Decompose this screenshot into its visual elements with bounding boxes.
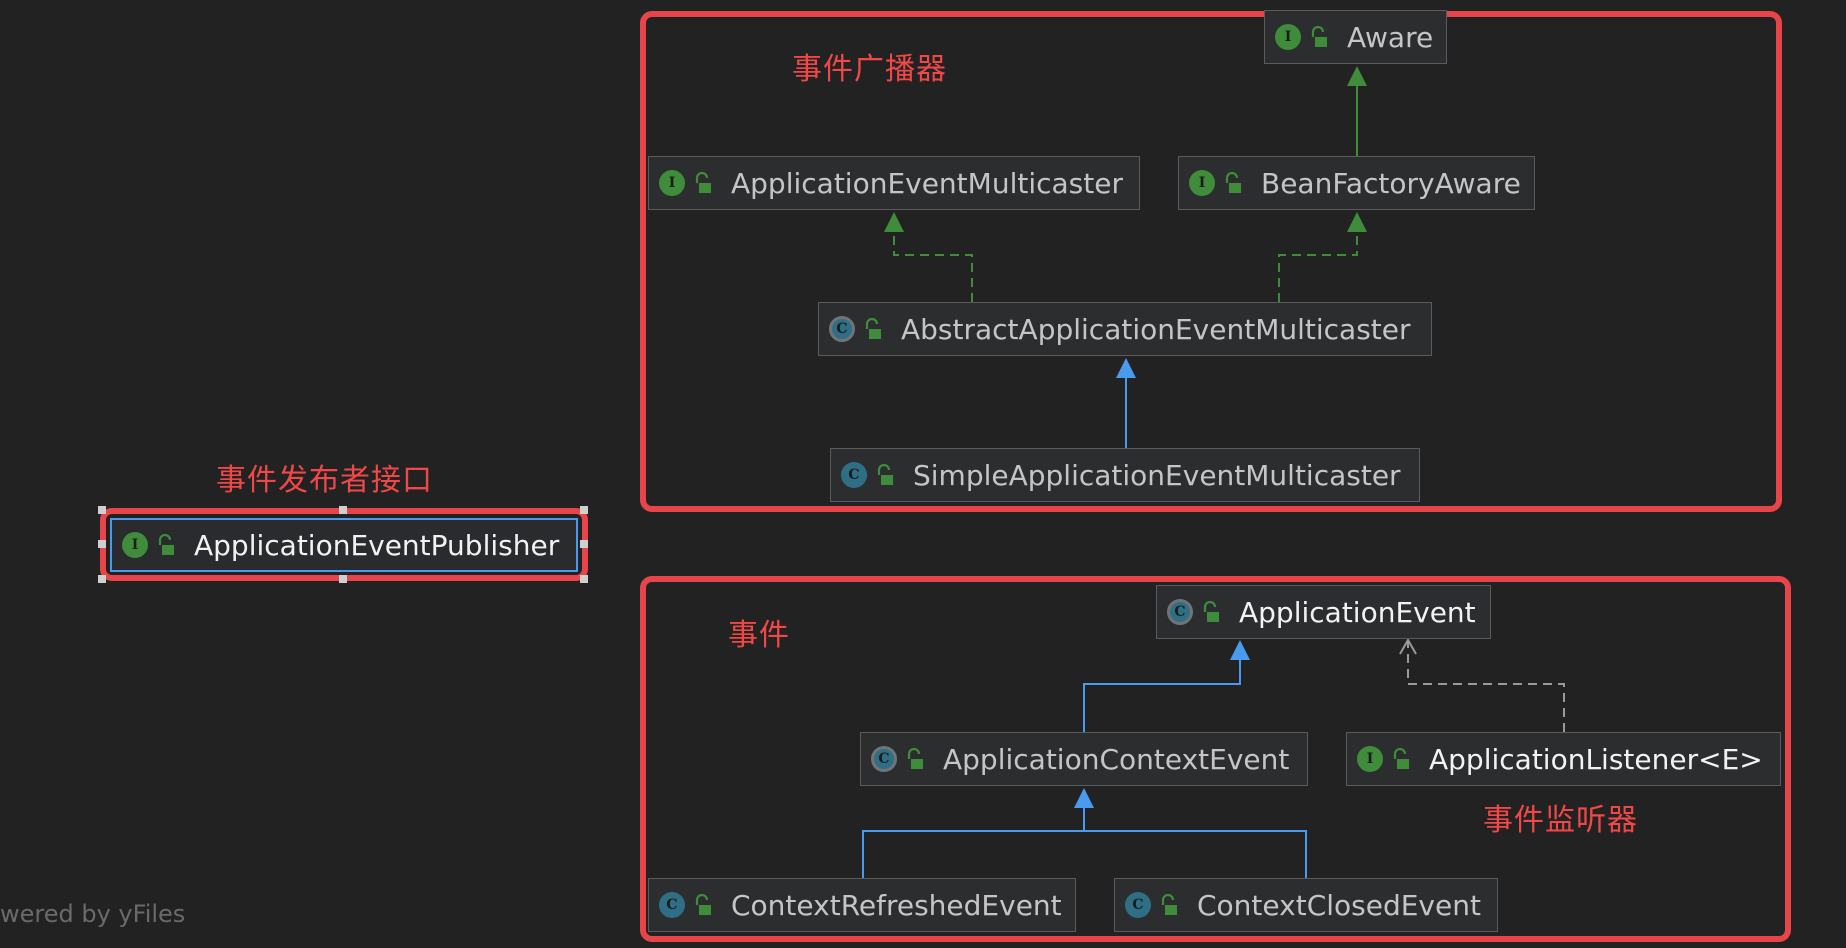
node-label: ContextClosedEvent [1197,888,1481,922]
abstract-class-icon: C [871,746,897,772]
lock-open-icon [1161,893,1177,915]
selection-handle[interactable] [580,575,588,583]
selection-handle[interactable] [98,540,106,548]
abstract-class-icon: C [1167,599,1193,625]
node-context-refreshed-event[interactable]: C ContextRefreshedEvent [648,878,1076,932]
edge-beanfactoryaware-aware [1347,66,1367,156]
node-label: AbstractApplicationEventMulticaster [901,312,1411,346]
lock-open-icon [158,533,174,555]
selection-handle[interactable] [98,575,106,583]
edge-contextevent-applicationevent [1083,640,1250,732]
selection-handle[interactable] [339,506,347,514]
selection-handle[interactable] [580,506,588,514]
node-label: ApplicationEvent [1239,595,1476,629]
node-label: ApplicationEventPublisher [194,528,560,562]
class-icon: C [841,462,867,488]
class-icon: C [659,892,685,918]
lock-open-icon [1311,25,1327,47]
interface-icon: I [1357,746,1383,772]
node-label: SimpleApplicationEventMulticaster [913,458,1401,492]
edge-listener-applicationevent [1399,637,1565,732]
interface-icon: I [659,170,685,196]
edge-abstract-beanfactoryaware [1278,212,1367,302]
event-group-frame [640,576,1791,942]
node-application-context-event[interactable]: C ApplicationContextEvent [860,732,1308,786]
edge-abstract-multicaster [884,212,973,302]
node-application-listener[interactable]: I ApplicationListener<E> [1346,732,1781,786]
event-annotation: 事件 [728,618,790,653]
edge-simple-abstract [1116,358,1136,448]
node-abstract-application-event-multicaster[interactable]: C AbstractApplicationEventMulticaster [818,302,1432,356]
class-icon: C [1125,892,1151,918]
interface-icon: I [122,532,148,558]
listener-annotation: 事件监听器 [1483,803,1638,838]
node-label: ApplicationContextEvent [943,742,1290,776]
node-label: BeanFactoryAware [1261,166,1521,200]
interface-icon: I [1189,170,1215,196]
lock-open-icon [695,171,711,193]
node-label: ContextRefreshedEvent [731,888,1062,922]
node-application-event-publisher[interactable]: I ApplicationEventPublisher [110,518,578,572]
lock-open-icon [865,317,881,339]
lock-open-icon [907,747,923,769]
lock-open-icon [1203,600,1219,622]
broadcaster-group-frame [640,11,1782,512]
node-application-event-multicaster[interactable]: I ApplicationEventMulticaster [648,156,1140,210]
node-application-event[interactable]: C ApplicationEvent [1156,585,1491,639]
edge-subevents-contextevent [862,788,1307,878]
lock-open-icon [695,893,711,915]
yfiles-watermark: wered by yFiles [0,900,186,928]
interface-icon: I [1275,24,1301,50]
lock-open-icon [1393,747,1409,769]
lock-open-icon [877,463,893,485]
selection-handle[interactable] [98,506,106,514]
node-label: Aware [1347,20,1434,54]
abstract-class-icon: C [829,316,855,342]
selection-handle[interactable] [339,575,347,583]
node-context-closed-event[interactable]: C ContextClosedEvent [1114,878,1498,932]
node-label: ApplicationListener<E> [1429,742,1763,776]
node-label: ApplicationEventMulticaster [731,166,1123,200]
broadcaster-annotation: 事件广播器 [792,52,947,87]
node-aware[interactable]: I Aware [1264,10,1447,64]
node-simple-application-event-multicaster[interactable]: C SimpleApplicationEventMulticaster [830,448,1420,502]
selection-handle[interactable] [580,540,588,548]
node-bean-factory-aware[interactable]: I BeanFactoryAware [1178,156,1535,210]
lock-open-icon [1225,171,1241,193]
publisher-annotation: 事件发布者接口 [216,463,433,498]
